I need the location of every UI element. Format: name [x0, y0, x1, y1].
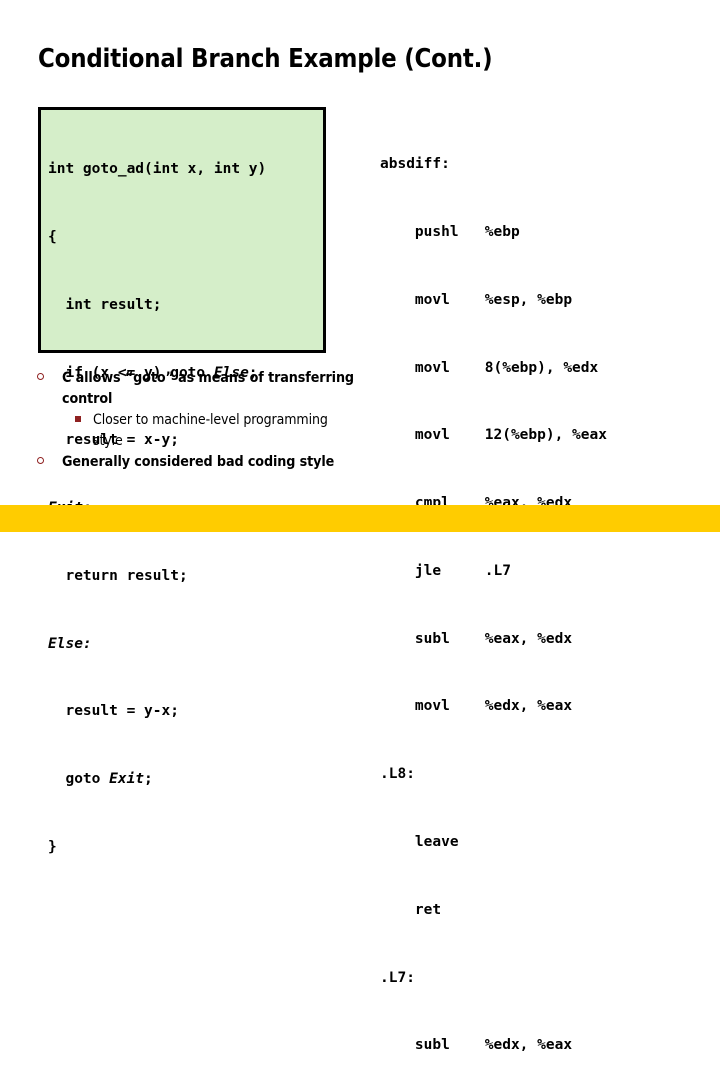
asm-line: movl 8(%ebp), %edx — [380, 359, 599, 376]
list-item-label: C allows “goto” as means of transferring… — [62, 370, 354, 407]
list-item: Generally considered bad coding style — [30, 452, 360, 473]
slide-canvas: Conditional Branch Example (Cont.) int g… — [0, 44, 720, 1054]
asm-line: pushl %ebp — [380, 223, 520, 240]
c-code-line: int goto_ad(int x, int y) — [48, 161, 267, 178]
c-code-line: if (x <= y) goto Else; — [48, 362, 266, 385]
c-code-line: goto Exit; — [48, 768, 266, 791]
circle-bullet-icon — [37, 457, 44, 464]
asm-line: absdiff: — [380, 156, 450, 173]
circle-bullet-icon — [37, 373, 44, 380]
asm-line: leave — [380, 834, 459, 850]
asm-line: ret — [380, 901, 442, 918]
c-code-line: result = x-y; — [48, 432, 179, 449]
asm-line: subl %eax, %edx — [380, 630, 573, 647]
asm-line: movl %edx, %eax — [380, 698, 573, 715]
c-code-line: } — [48, 839, 57, 855]
asm-line: .L7: — [380, 969, 415, 986]
bullet-list: C allows “goto” as means of transferring… — [30, 368, 360, 473]
c-code-line: return result; — [48, 567, 188, 584]
footer-accent-bar — [0, 505, 720, 532]
list-item-label: Closer to machine-level programming styl… — [93, 412, 328, 449]
c-code-line: result = y-x; — [48, 703, 179, 720]
asm-line: subl %edx, %eax — [380, 1037, 573, 1054]
list-item: C allows “goto” as means of transferring… — [30, 368, 360, 409]
asm-line: .L8: — [380, 766, 415, 783]
c-code-text: goto — [48, 771, 110, 788]
c-code-label-else: Else — [213, 364, 249, 381]
c-code-text: ; — [144, 771, 153, 788]
page-title: Conditional Branch Example (Cont.) — [38, 44, 493, 74]
c-code-text: ; — [248, 364, 258, 381]
c-code-label-else-def: Else: — [48, 635, 92, 652]
asm-line: movl 12(%ebp), %eax — [380, 427, 607, 444]
c-code-label-exit-ref: Exit — [109, 771, 145, 788]
square-bullet-icon — [75, 416, 81, 422]
list-item: Closer to machine-level programming styl… — [30, 410, 360, 451]
c-code-box: int goto_ad(int x, int y) { int result; … — [38, 107, 326, 855]
assembly-listing: absdiff: pushl %ebp movl %esp, %ebp movl… — [380, 108, 607, 1080]
asm-line: jle .L7 — [380, 562, 511, 579]
asm-line: movl %esp, %ebp — [380, 291, 573, 308]
c-code-line: int result; — [48, 296, 162, 313]
c-code-text: if (x <= y) goto — [48, 364, 214, 381]
c-code-line: { — [48, 228, 57, 245]
list-item-label: Generally considered bad coding style — [62, 454, 335, 470]
